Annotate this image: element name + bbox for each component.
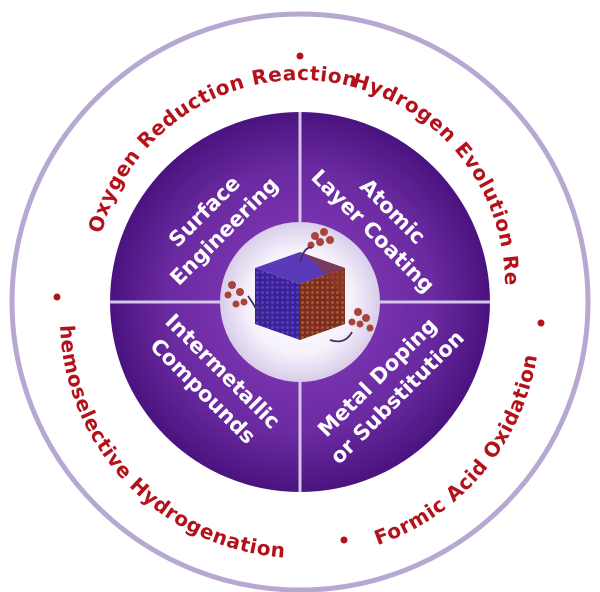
- nanocrystal-cube-icon: [255, 252, 345, 340]
- ring-bullets: [53, 52, 545, 544]
- arrows: [247, 246, 353, 343]
- metal-atom-cluster-icon: [224, 228, 374, 332]
